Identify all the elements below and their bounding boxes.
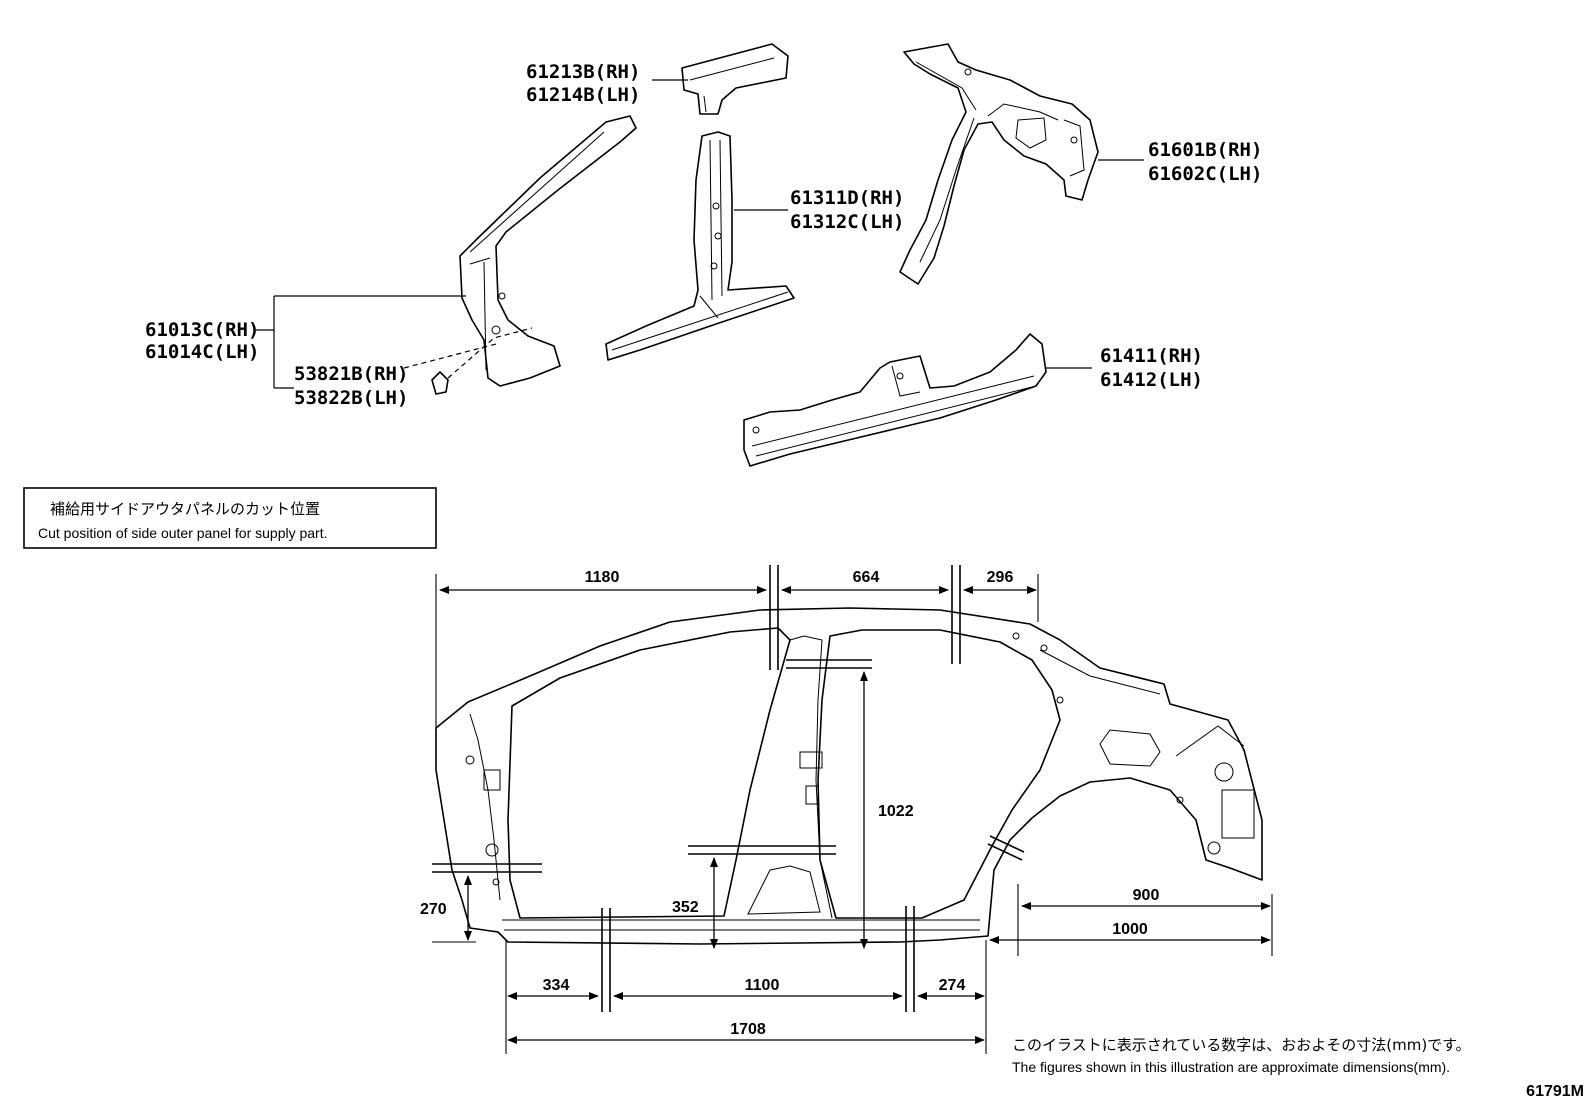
- dim-top-mid: 664: [853, 569, 880, 586]
- label-61412-lh: 61412(LH): [1100, 369, 1203, 391]
- label-61311d-rh: 61311D(RH): [790, 187, 904, 209]
- part-61213b-rail-piece: [681, 43, 789, 115]
- label-61411-rh: 61411(RH): [1100, 345, 1203, 367]
- dashed-guide-upper: [447, 327, 533, 379]
- label-61312c-lh: 61312C(LH): [790, 211, 904, 233]
- label-53822b-lh: 53822B(LH): [294, 387, 408, 409]
- dim-rear-900: 900: [1133, 887, 1160, 904]
- side-outer-panel: [435, 607, 1263, 945]
- label-61214b-lh: 61214B(LH): [526, 84, 640, 106]
- part-61601b-quarter-panel: [899, 43, 1099, 285]
- dim-rear-1000: 1000: [1112, 921, 1148, 938]
- dimension-lines: [432, 574, 1273, 1054]
- label-61601b-rh: 61601B(RH): [1148, 139, 1262, 161]
- figure-code: 61791M: [1526, 1083, 1584, 1099]
- cut-box-en: Cut position of side outer panel for sup…: [38, 525, 328, 541]
- dim-bottom-274: 274: [939, 977, 966, 994]
- part-61311d-center-pillar: [605, 131, 795, 361]
- label-61013c-rh: 61013C(RH): [145, 319, 259, 341]
- label-53821b-rh: 53821B(RH): [294, 363, 408, 385]
- dim-top-front: 1180: [585, 569, 620, 586]
- cut-box-jp: 補給用サイドアウタパネルのカット位置: [50, 500, 320, 518]
- note-en: The figures shown in this illustration a…: [1012, 1059, 1450, 1075]
- cut-markers: [432, 565, 1025, 1012]
- dim-bottom-total: 1708: [730, 1021, 766, 1038]
- dim-bottom-334: 334: [543, 977, 570, 994]
- dim-a-pillar-height: 270: [420, 901, 447, 918]
- cut-position-box: 補給用サイドアウタパネルのカット位置 Cut position of side …: [23, 487, 437, 549]
- label-61014c-lh: 61014C(LH): [145, 341, 259, 363]
- dim-b-pillar-upper: 1022: [878, 803, 914, 820]
- part-53821b-bracket: [431, 371, 449, 395]
- dim-b-pillar-lower: 352: [672, 899, 699, 916]
- leader-61013c: [256, 295, 466, 389]
- dim-top-rear: 296: [987, 569, 1014, 586]
- dim-bottom-1100: 1100: [745, 977, 780, 994]
- label-61602c-lh: 61602C(LH): [1148, 163, 1262, 185]
- dashed-guide-lower: [403, 343, 497, 369]
- part-61411-rocker-panel: [743, 333, 1047, 467]
- note-jp: このイラストに表示されている数字は、おおよその寸法(mm)です。: [1012, 1036, 1471, 1054]
- part-61013c-front-pillar: [459, 115, 637, 387]
- label-61213b-rh: 61213B(RH): [526, 61, 640, 83]
